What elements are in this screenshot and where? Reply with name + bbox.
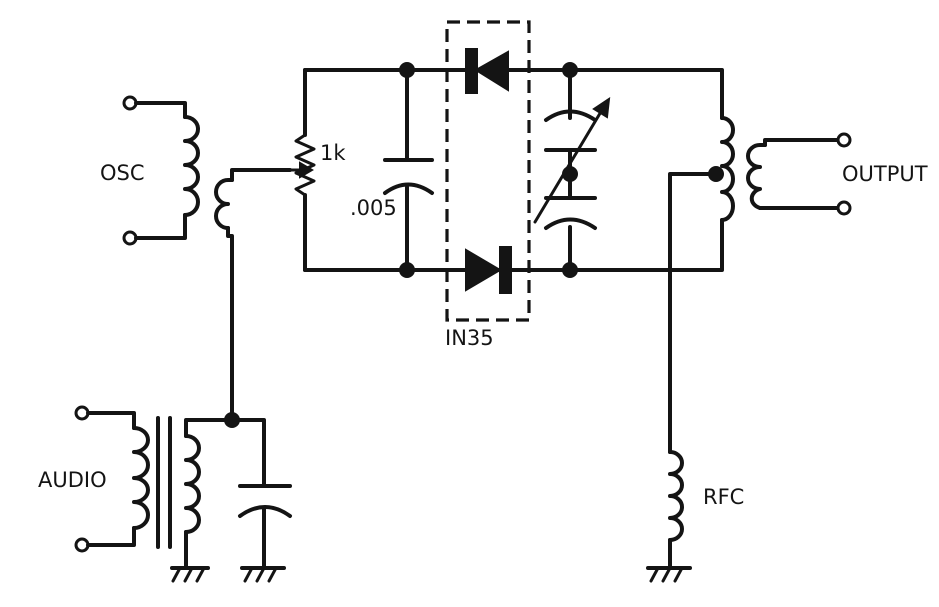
center-tap-wire <box>668 172 718 454</box>
pot-value-label: 1k <box>320 141 346 165</box>
rfc-label: RFC <box>703 485 744 509</box>
diode-part-label: IN35 <box>445 326 494 350</box>
junction-dot-bottom-left <box>399 262 415 278</box>
audio-transformer: AUDIO <box>38 405 266 570</box>
var-cap-arrowhead <box>592 96 611 119</box>
pot-wiper-arrowhead <box>299 161 314 179</box>
diode-package-outline <box>445 20 531 322</box>
output-terminal-bottom <box>836 200 852 216</box>
bottom-rail-right <box>504 218 724 272</box>
output-label: OUTPUT <box>842 162 928 186</box>
junction-dot-top-left <box>399 62 415 78</box>
junction-dot-var-cap-stator <box>562 166 578 182</box>
junction-dot-audio <box>224 412 240 428</box>
var-cap-plate-4 <box>544 217 597 230</box>
audio-secondary-coil <box>184 434 201 534</box>
audio-bypass-capacitor <box>238 484 292 570</box>
diode-top-triangle <box>474 50 509 92</box>
audio-transformer-core <box>156 416 172 549</box>
ground-symbol-capacitor <box>240 566 286 583</box>
audio-primary-leads <box>86 411 136 547</box>
osc-secondary-leads <box>226 168 292 422</box>
junction-dot-top-right <box>562 62 578 78</box>
ground-symbol-rfc <box>646 566 692 583</box>
output-terminal-top <box>836 132 852 148</box>
cap-005-label: .005 <box>350 196 397 220</box>
diode-bottom-triangle <box>465 248 502 292</box>
top-rail-right <box>504 68 724 120</box>
output-secondary-coil <box>746 143 767 210</box>
audio-primary-coil <box>132 426 150 530</box>
rfc-coil <box>668 450 684 542</box>
pot-resistor-zigzag <box>294 133 316 197</box>
output-secondary-leads <box>758 138 840 210</box>
osc-secondary-coil <box>214 178 234 230</box>
osc-primary-coil <box>183 115 200 217</box>
rf-choke: RFC <box>668 172 744 570</box>
ground-symbol-rfc-hatch <box>649 566 684 583</box>
ground-symbol-audio-hatch <box>171 566 206 583</box>
variable-capacitor <box>533 68 611 272</box>
capacitor-005: .005 <box>350 68 434 272</box>
ground-symbol-audio <box>170 566 210 583</box>
audio-label: AUDIO <box>38 468 107 492</box>
potentiometer: 1k <box>288 68 346 272</box>
diode-top-bar <box>465 48 478 94</box>
output-transformer: OUTPUT <box>720 116 928 222</box>
ground-symbol-capacitor-hatch <box>243 566 278 583</box>
osc-label: OSC <box>100 161 145 185</box>
diode-pair-in35: IN35 <box>445 20 531 350</box>
var-cap-plate-1 <box>544 109 597 122</box>
diode-bottom-bar <box>499 246 512 294</box>
junction-dot-center-tap <box>708 166 724 182</box>
var-cap-arrow-line <box>533 108 604 224</box>
osc-primary-leads <box>134 101 187 240</box>
osc-transformer: OSC <box>100 95 292 422</box>
output-primary-coil <box>720 116 735 222</box>
cap-005-curved-plate <box>383 182 434 195</box>
junction-dot-bottom-right <box>562 262 578 278</box>
